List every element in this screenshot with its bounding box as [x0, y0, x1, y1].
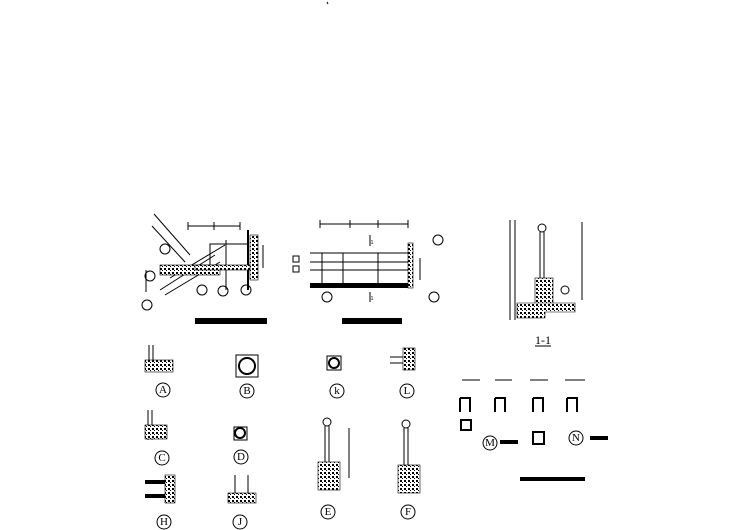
detail-e-drawing	[317, 417, 350, 491]
detail-label-d: D	[237, 451, 245, 463]
detail-h-drawing	[145, 474, 176, 504]
detail-label-e: E	[325, 506, 332, 518]
detail-label-k: k	[334, 385, 340, 397]
railing-elevation-drawing: 1 1	[292, 220, 444, 324]
section-mark-bottom: 1	[371, 296, 374, 302]
detail-m-n-drawings	[459, 379, 608, 481]
section-mark-top: 1	[371, 240, 374, 246]
detail-c-drawing	[144, 410, 168, 440]
section-1-1-drawing: 1-1	[509, 220, 583, 347]
detail-label-b: B	[243, 385, 250, 397]
detail-b-drawing	[235, 354, 259, 378]
detail-label-f: F	[405, 506, 411, 518]
detail-j-drawing	[227, 475, 257, 504]
detail-callouts: A B k L C D E F H J M N	[154, 382, 584, 530]
detail-label-j: J	[238, 516, 243, 528]
detail-label-l: L	[404, 385, 411, 397]
detail-a-drawing	[144, 345, 174, 373]
detail-f-drawing	[397, 419, 421, 494]
stair-handrail-drawing	[141, 213, 267, 324]
detail-label-n: N	[572, 432, 580, 444]
section-label: 1-1	[535, 333, 551, 347]
detail-label-h: H	[160, 516, 168, 528]
detail-label-m: M	[485, 437, 495, 449]
sheet-mark	[326, 1, 329, 5]
detail-label-a: A	[159, 384, 167, 396]
detail-k-drawing	[326, 355, 342, 371]
detail-d-drawing	[233, 426, 248, 441]
detail-label-c: C	[158, 452, 165, 464]
detail-l-drawing	[390, 347, 416, 371]
